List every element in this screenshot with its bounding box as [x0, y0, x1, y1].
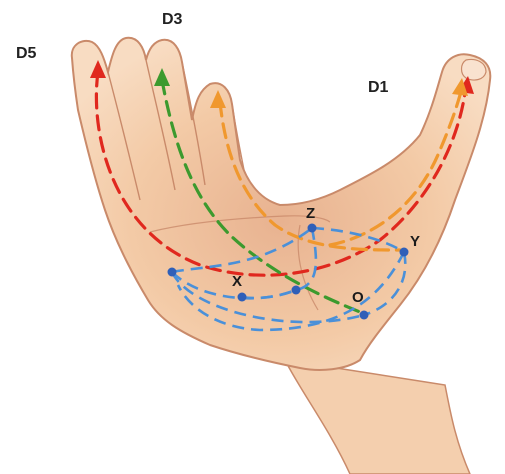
- label-y: Y: [410, 233, 420, 250]
- point-dot-left: [168, 268, 177, 277]
- label-d5: D5: [16, 45, 37, 62]
- label-z: Z: [306, 205, 315, 222]
- point-dot-mid: [292, 286, 301, 295]
- thumb-nail: [462, 60, 487, 81]
- point-dot-x: [238, 293, 247, 302]
- point-dot-y: [400, 248, 409, 257]
- label-x: X: [232, 273, 242, 290]
- label-d1: D1: [368, 79, 389, 96]
- label-d3: D3: [162, 11, 183, 28]
- point-dot-z: [308, 224, 317, 233]
- point-dot-o: [360, 311, 369, 320]
- label-o: O: [352, 289, 364, 306]
- wrist: [285, 360, 470, 474]
